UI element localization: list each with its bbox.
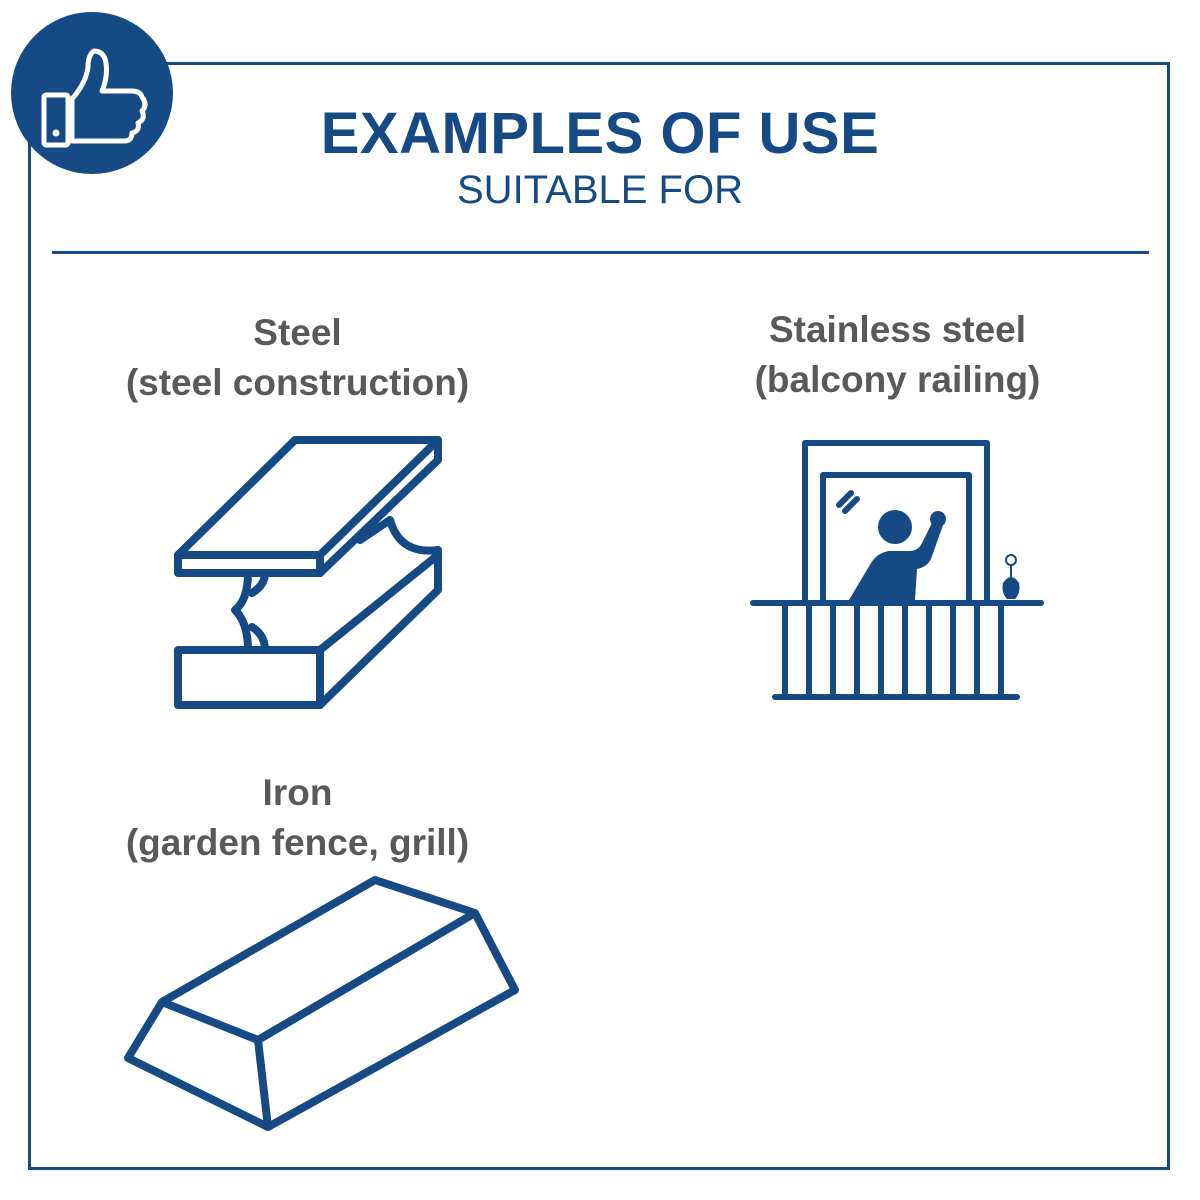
page-subtitle: SUITABLE FOR bbox=[457, 168, 743, 212]
content-frame bbox=[28, 62, 1170, 1170]
page-title: EXAMPLES OF USE bbox=[320, 101, 880, 166]
example-steel-label: Steel (steel construction) bbox=[80, 308, 515, 408]
flower-vase-icon bbox=[1002, 554, 1020, 599]
waving-person-icon bbox=[849, 510, 946, 600]
example-detail: (steel construction) bbox=[125, 362, 470, 403]
example-detail: (balcony railing) bbox=[754, 359, 1041, 400]
example-name: Iron bbox=[262, 772, 333, 813]
balcony-railing-icon bbox=[750, 440, 1044, 700]
example-iron-label: Iron (garden fence, grill) bbox=[80, 768, 515, 868]
example-detail: (garden fence, grill) bbox=[125, 822, 470, 863]
example-name: Stainless steel bbox=[768, 309, 1027, 350]
iron-ingot-icon bbox=[124, 876, 519, 1131]
header-divider bbox=[52, 251, 1149, 254]
example-name: Steel bbox=[253, 312, 342, 353]
example-stainless-label: Stainless steel (balcony railing) bbox=[700, 305, 1095, 405]
thumbs-up-icon bbox=[41, 48, 148, 148]
steel-beam-icon bbox=[174, 436, 442, 709]
badge bbox=[11, 12, 173, 174]
